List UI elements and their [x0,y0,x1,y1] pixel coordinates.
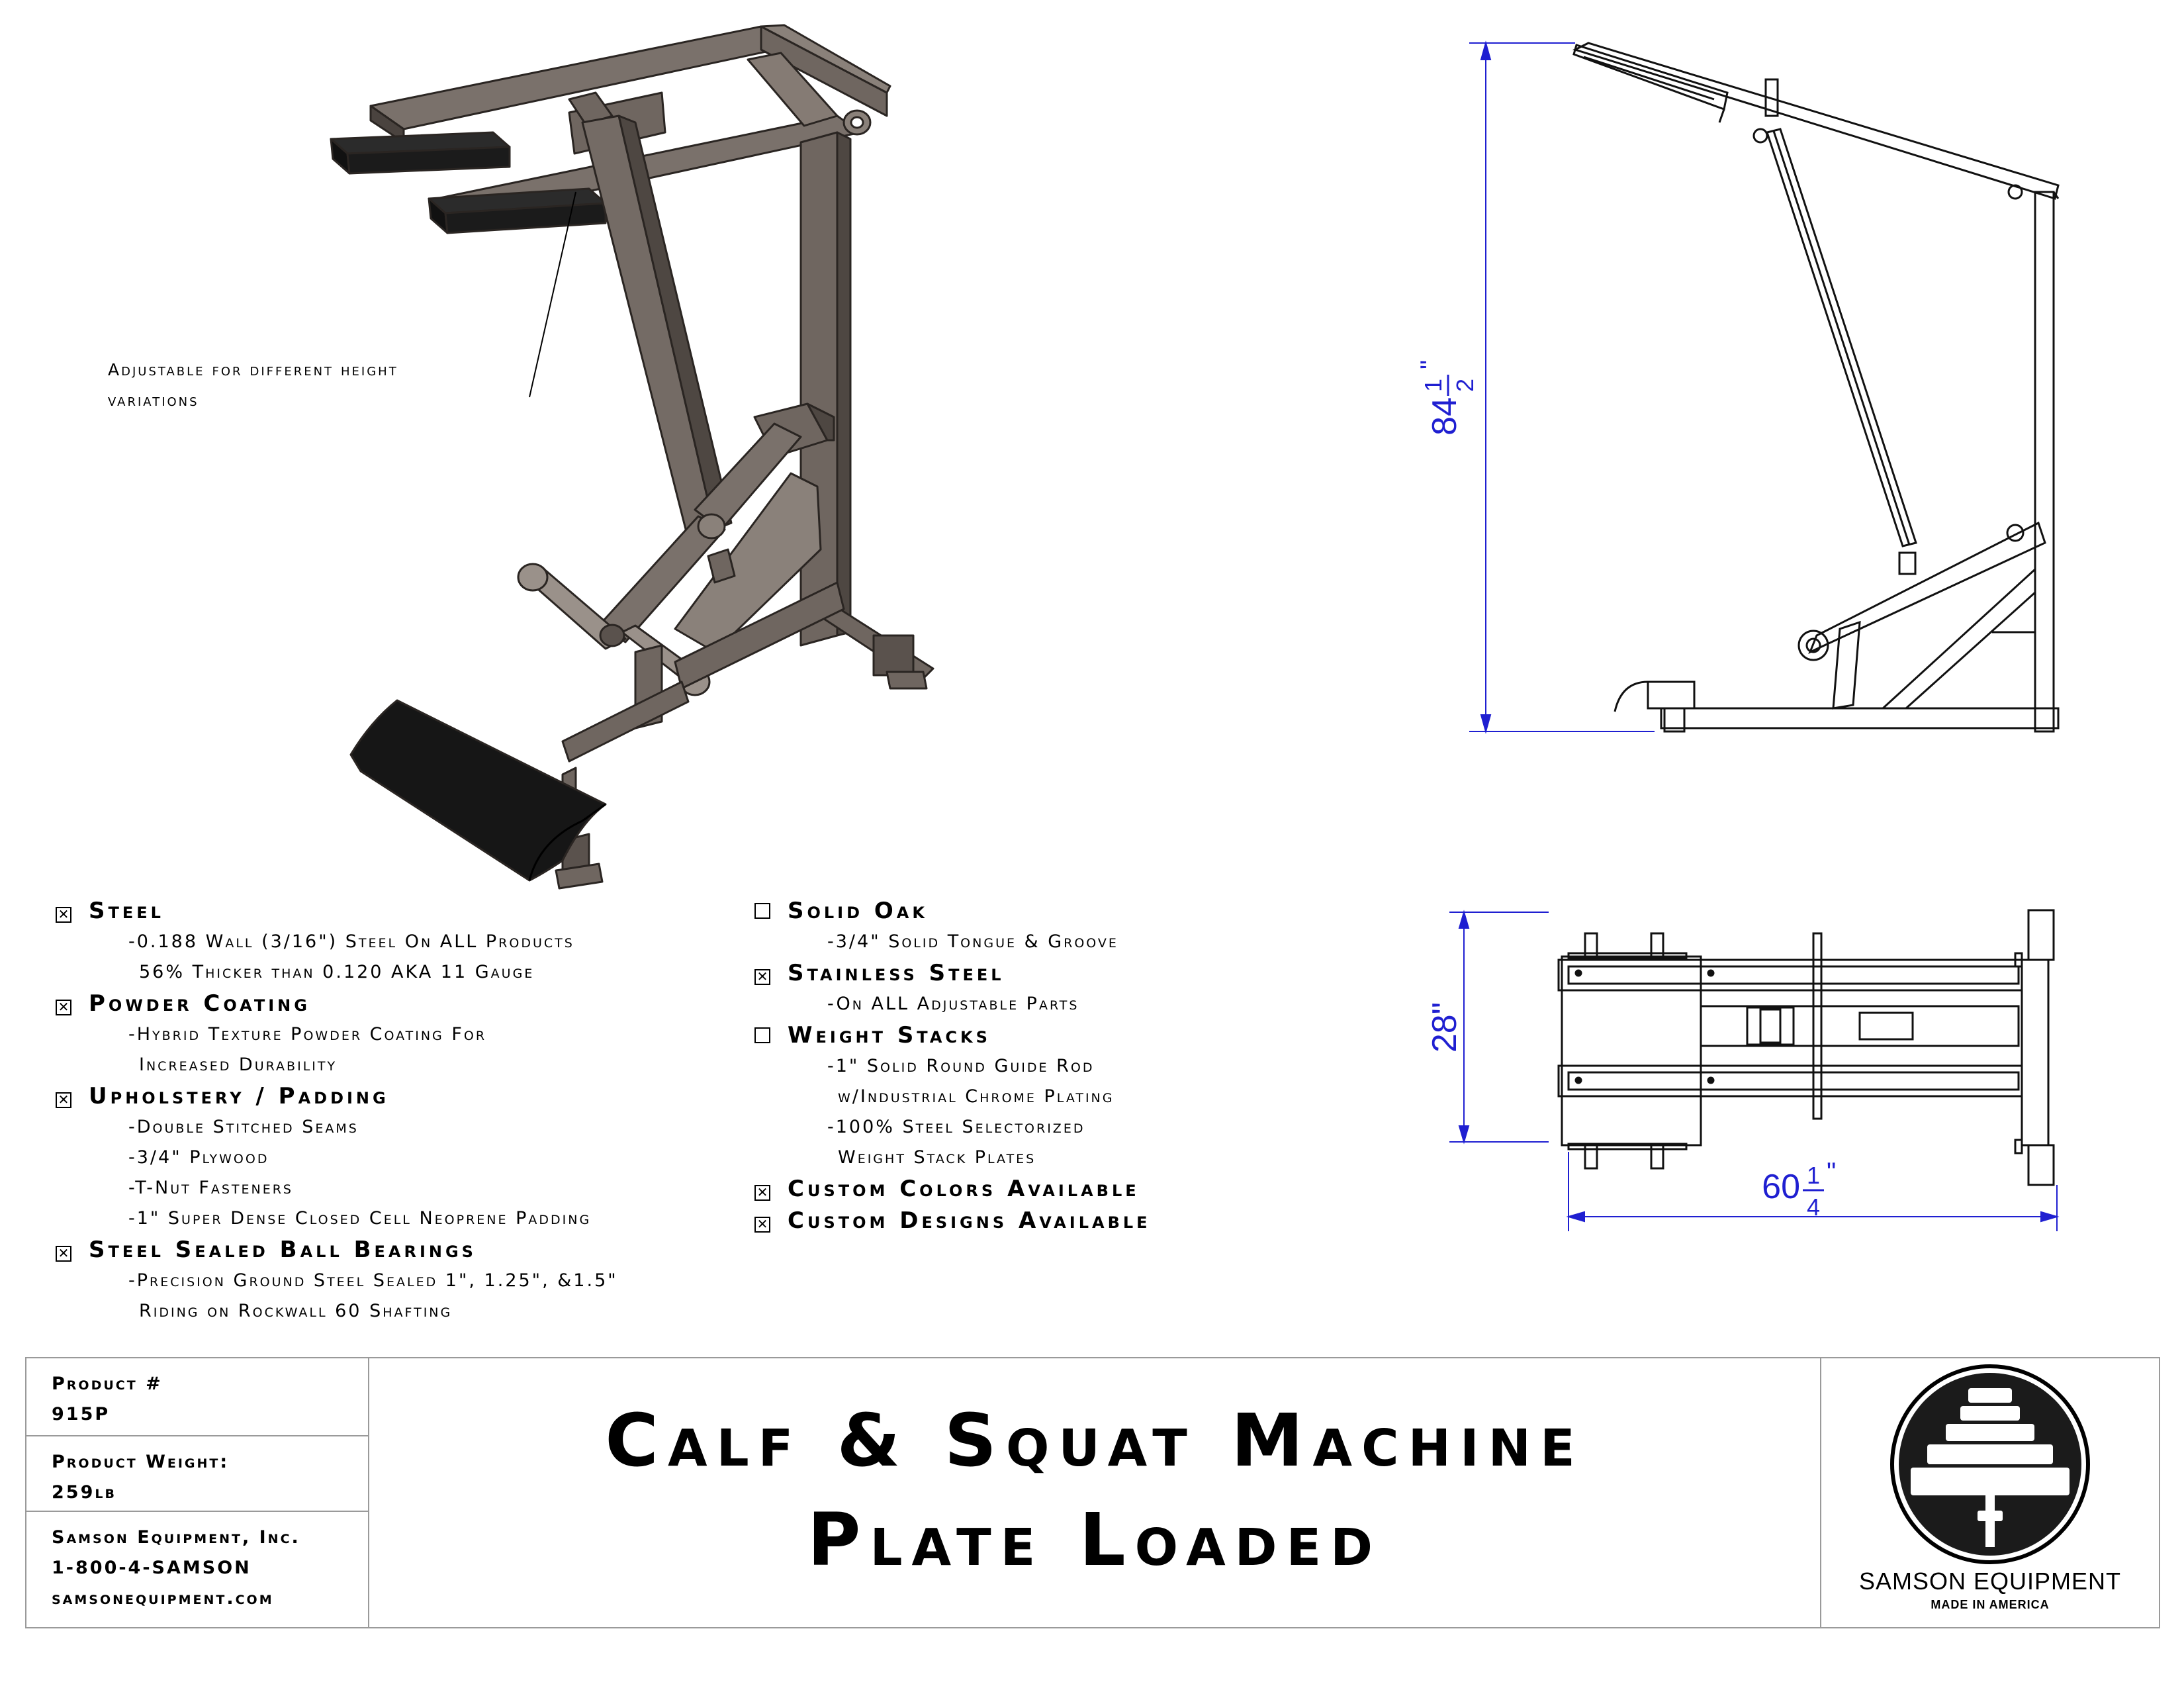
title-block-title: Calf & Squat Machine Plate Loaded [369,1358,1821,1627]
feature-list-left: ✕ Steel -0.188 Wall (3/16") Steel On ALL P… [56,895,618,1327]
checked-box-icon: ✕ [754,969,770,985]
drawing-title-line-1: Calf & Squat Machine [605,1398,1584,1483]
company-cell: Samson Equipment, Inc. 1-800-4-SAMSON sa… [26,1512,368,1627]
length-whole: 60 [1762,1168,1800,1206]
drawing-title-line-2: Plate Loaded [807,1497,1383,1582]
feature-group: Weight Stacks -1" Solid Round Guide Rod w/… [754,1019,1151,1173]
title-block: Product # 915P Product Weight: 259lb Sam… [25,1357,2160,1628]
feature-heading: ✕ Powder Coating [56,988,618,1019]
feature-group: ✕ Steel -0.188 Wall (3/16") Steel On ALL P… [56,895,618,988]
feature-group: ✕ Stainless Steel -On ALL Adjustable Parts [754,957,1151,1019]
feature-detail: -1" Super Dense Closed Cell Neoprene Pad… [128,1208,592,1229]
feature-detail: -1" Solid Round Guide Rod [827,1056,1095,1076]
callout-line-2: variations [108,391,199,410]
feature-heading: ✕ Upholstery / Padding [56,1080,618,1112]
feature-title: Custom Colors Available [788,1176,1140,1202]
feature-group: Solid Oak -3/4" Solid Tongue & Groove [754,895,1151,957]
feature-group: ✕ Custom Designs Available [754,1205,1151,1237]
feature-title: Steel [89,898,164,924]
title-block-logo: SAMSON EQUIPMENT MADE IN AMERICA [1821,1358,2159,1627]
logo-tagline: MADE IN AMERICA [1931,1598,2050,1611]
feature-detail: 56% Thicker than 0.120 AKA 11 Gauge [139,962,535,982]
checked-box-icon: ✕ [754,1217,770,1233]
isometric-machine-view [330,24,934,890]
feature-group: ✕ Custom Colors Available [754,1173,1151,1205]
unchecked-box-icon [754,1027,770,1043]
feature-title: Powder Coating [89,990,310,1017]
length-den: 4 [1807,1194,1820,1221]
product-weight-label: Product Weight: [52,1452,230,1472]
feature-title: Stainless Steel [788,960,1005,986]
checked-box-icon: ✕ [56,1000,71,1015]
height-whole: 84 [1426,397,1464,436]
feature-group: ✕ Steel Sealed Ball Bearings -Precision Gr… [56,1234,618,1327]
product-weight-cell: Product Weight: 259lb [26,1436,368,1512]
product-number-cell: Product # 915P [26,1358,368,1436]
feature-detail: -100% Steel Selectorized [827,1117,1085,1137]
product-weight-value: 259lb [52,1482,116,1503]
feature-detail: -Hybrid Texture Powder Coating For [128,1024,487,1045]
feature-detail: w/Industrial Chrome Plating [838,1086,1115,1107]
feature-detail: -3/4" Solid Tongue & Groove [827,931,1118,952]
feature-heading: ✕ Stainless Steel [754,957,1151,989]
feature-title: Solid Oak [788,898,928,924]
callout-line-1: Adjustable for different height [108,360,398,379]
samson-logo [1890,1364,2090,1564]
height-dimension [1469,40,1655,734]
height-den: 2 [1451,379,1479,392]
product-number-value: 915P [52,1404,111,1425]
feature-title: Steel Sealed Ball Bearings [89,1237,477,1263]
side-elevation-view [1572,42,2060,733]
feature-title: Custom Designs Available [788,1207,1151,1234]
length-unit: " [1827,1158,1836,1187]
checked-box-icon: ✕ [754,1185,770,1201]
feature-heading: Solid Oak [754,895,1151,927]
top-plan-view [1557,909,2055,1186]
feature-detail: -T-Nut Fasteners [128,1178,293,1198]
height-num: 1 [1420,379,1447,392]
height-adjust-callout: Adjustable for different height variatio… [108,355,398,416]
feature-detail: -Double Stitched Seams [128,1117,359,1137]
feature-title: Weight Stacks [788,1022,991,1049]
length-dimension [1566,1152,2060,1231]
feature-title: Upholstery / Padding [89,1083,389,1109]
feature-group: ✕ Upholstery / Padding -Double Stitched Se… [56,1080,618,1234]
feature-heading: ✕ Custom Designs Available [754,1205,1151,1237]
product-number-label: Product # [52,1374,163,1394]
feature-detail: Increased Durability [139,1055,338,1075]
feature-heading: Weight Stacks [754,1019,1151,1051]
length-num: 1 [1807,1162,1820,1189]
callout-leader [529,191,576,398]
checked-box-icon: ✕ [56,907,71,923]
feature-list-right: Solid Oak -3/4" Solid Tongue & Groove ✕ Sta… [754,895,1151,1237]
feature-detail: -Precision Ground Steel Sealed 1", 1.25"… [128,1270,618,1291]
width-label: 28" [1426,1002,1464,1053]
unchecked-box-icon [754,903,770,919]
feature-detail: -3/4" Plywood [128,1147,269,1168]
feature-detail: Riding on Rockwall 60 Shafting [139,1301,453,1321]
height-unit: " [1416,360,1445,369]
feature-heading: ✕ Steel Sealed Ball Bearings [56,1234,618,1266]
company-name: Samson Equipment, Inc. [52,1527,300,1548]
logo-company-name: SAMSON EQUIPMENT [1858,1568,2122,1595]
title-block-info: Product # 915P Product Weight: 259lb Sam… [26,1358,369,1627]
company-website: samsonequipment.com [52,1588,274,1609]
checked-box-icon: ✕ [56,1246,71,1262]
width-dimension [1449,910,1549,1145]
company-phone: 1-800-4-SAMSON [52,1558,251,1578]
feature-detail: Weight Stack Plates [838,1147,1036,1168]
feature-group: ✕ Powder Coating -Hybrid Texture Powder Co… [56,988,618,1080]
feature-detail: -0.188 Wall (3/16") Steel On ALL Product… [128,931,574,952]
feature-detail: -On ALL Adjustable Parts [827,994,1079,1014]
checked-box-icon: ✕ [56,1092,71,1108]
feature-heading: ✕ Custom Colors Available [754,1173,1151,1205]
feature-heading: ✕ Steel [56,895,618,927]
